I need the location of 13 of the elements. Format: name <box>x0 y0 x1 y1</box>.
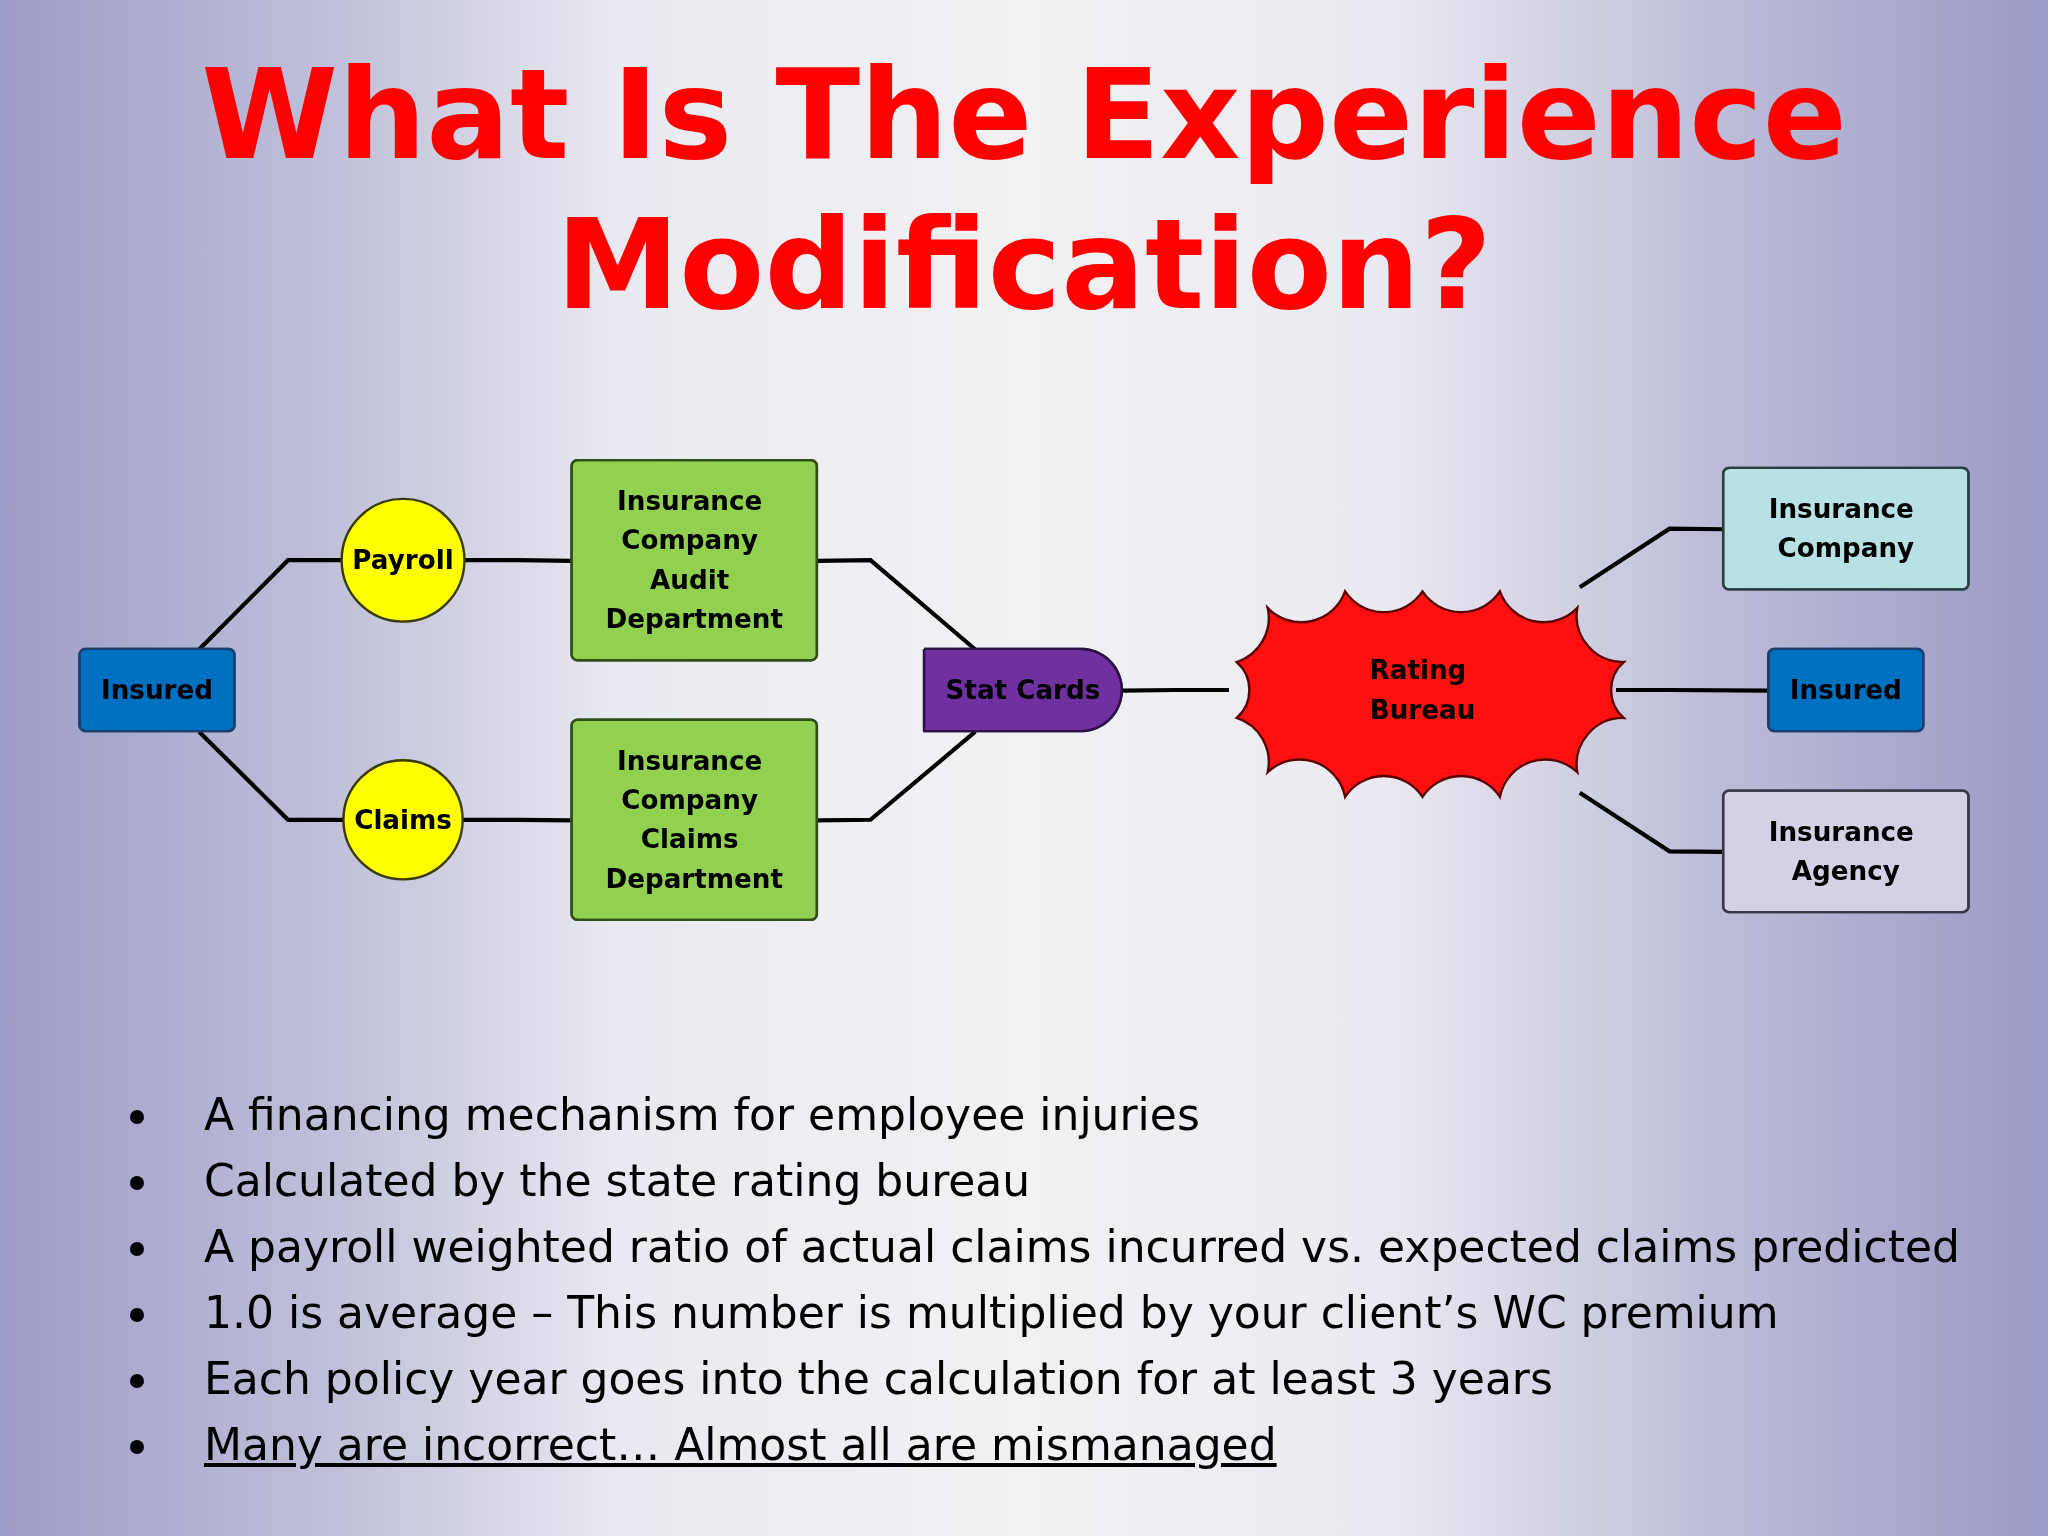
connector <box>1578 790 1724 855</box>
node-circle: Payroll <box>340 497 466 623</box>
bullet-text: 1.0 is average – This number is multiplied by your client’s WC premium <box>204 1286 1779 1340</box>
connector <box>1616 687 1769 693</box>
node-circle: Claims <box>342 759 464 881</box>
bullet-text: Each policy year goes into the calculation for at least 3 years <box>204 1352 1553 1406</box>
bullet-text: A financing mechanism for employee injuries <box>204 1088 1200 1142</box>
title: What Is The Experience Modification? <box>200 42 1848 339</box>
bullet-text: Many are incorrect… Almost all are mismanaged <box>204 1418 1277 1472</box>
connector <box>1122 687 1229 693</box>
bullet-text: A payroll weighted ratio of actual claims incurred vs. expected claims predicted <box>204 1220 1960 1274</box>
bullet-text: Calculated by the state rating bureau <box>204 1154 1031 1208</box>
connector <box>1578 526 1724 590</box>
